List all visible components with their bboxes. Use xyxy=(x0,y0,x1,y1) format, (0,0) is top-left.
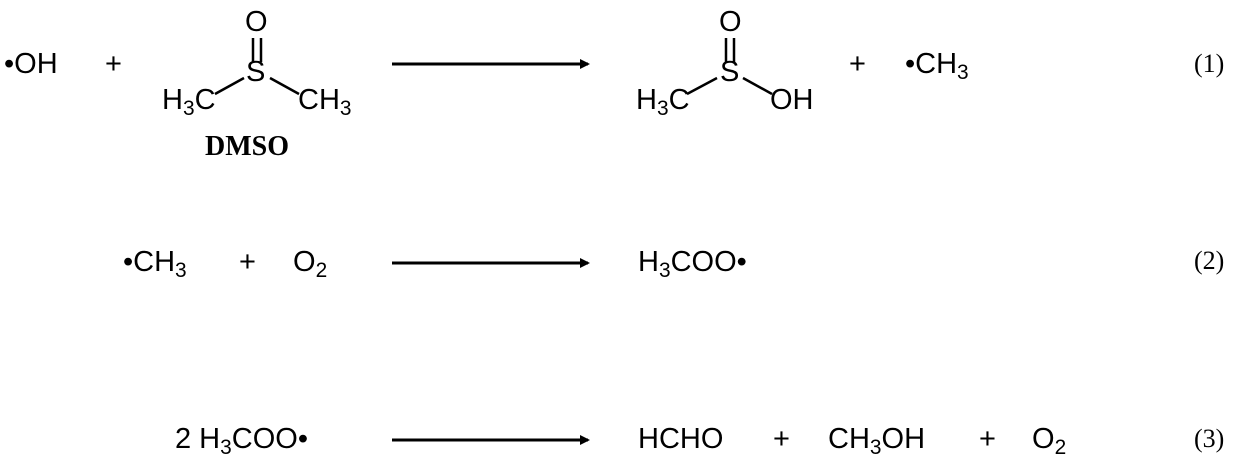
acid-methyl-group: H3C xyxy=(636,84,690,120)
acid-hydroxyl-group: OH xyxy=(770,84,814,116)
acid-sulfur-atom: S xyxy=(720,56,740,88)
methylperoxy-reactant: 2 H3COO• xyxy=(175,423,308,459)
plus-sign: + xyxy=(105,48,122,80)
methylperoxy-radical: H3COO• xyxy=(638,246,747,282)
methyl-radical: •CH3 xyxy=(123,246,187,282)
dmso-left-methyl: H3C xyxy=(162,84,216,120)
plus-sign: + xyxy=(773,423,790,455)
plus-sign: + xyxy=(849,48,866,80)
dmso-bonds xyxy=(214,38,300,96)
acid-bonds xyxy=(686,38,773,96)
equation-number-1: (1) xyxy=(1194,49,1225,78)
plus-sign: + xyxy=(979,423,996,455)
methanol: CH3OH xyxy=(828,423,926,459)
oxygen-molecule: O2 xyxy=(1032,423,1067,459)
equation-number-2: (2) xyxy=(1194,246,1225,275)
dmso-label: DMSO xyxy=(205,131,289,162)
acid-oxygen-atom: O xyxy=(719,6,742,38)
equation-number-3: (3) xyxy=(1194,424,1225,453)
plus-sign: + xyxy=(239,246,256,278)
dmso-sulfur-atom: S xyxy=(246,56,266,88)
dmso-oxygen-atom: O xyxy=(245,6,268,38)
hydroxyl-radical: •OH xyxy=(4,48,58,80)
methyl-radical: •CH3 xyxy=(905,48,969,84)
dmso-right-methyl: CH3 xyxy=(298,84,352,120)
formaldehyde: HCHO xyxy=(638,423,724,455)
oxygen-molecule: O2 xyxy=(293,246,328,282)
